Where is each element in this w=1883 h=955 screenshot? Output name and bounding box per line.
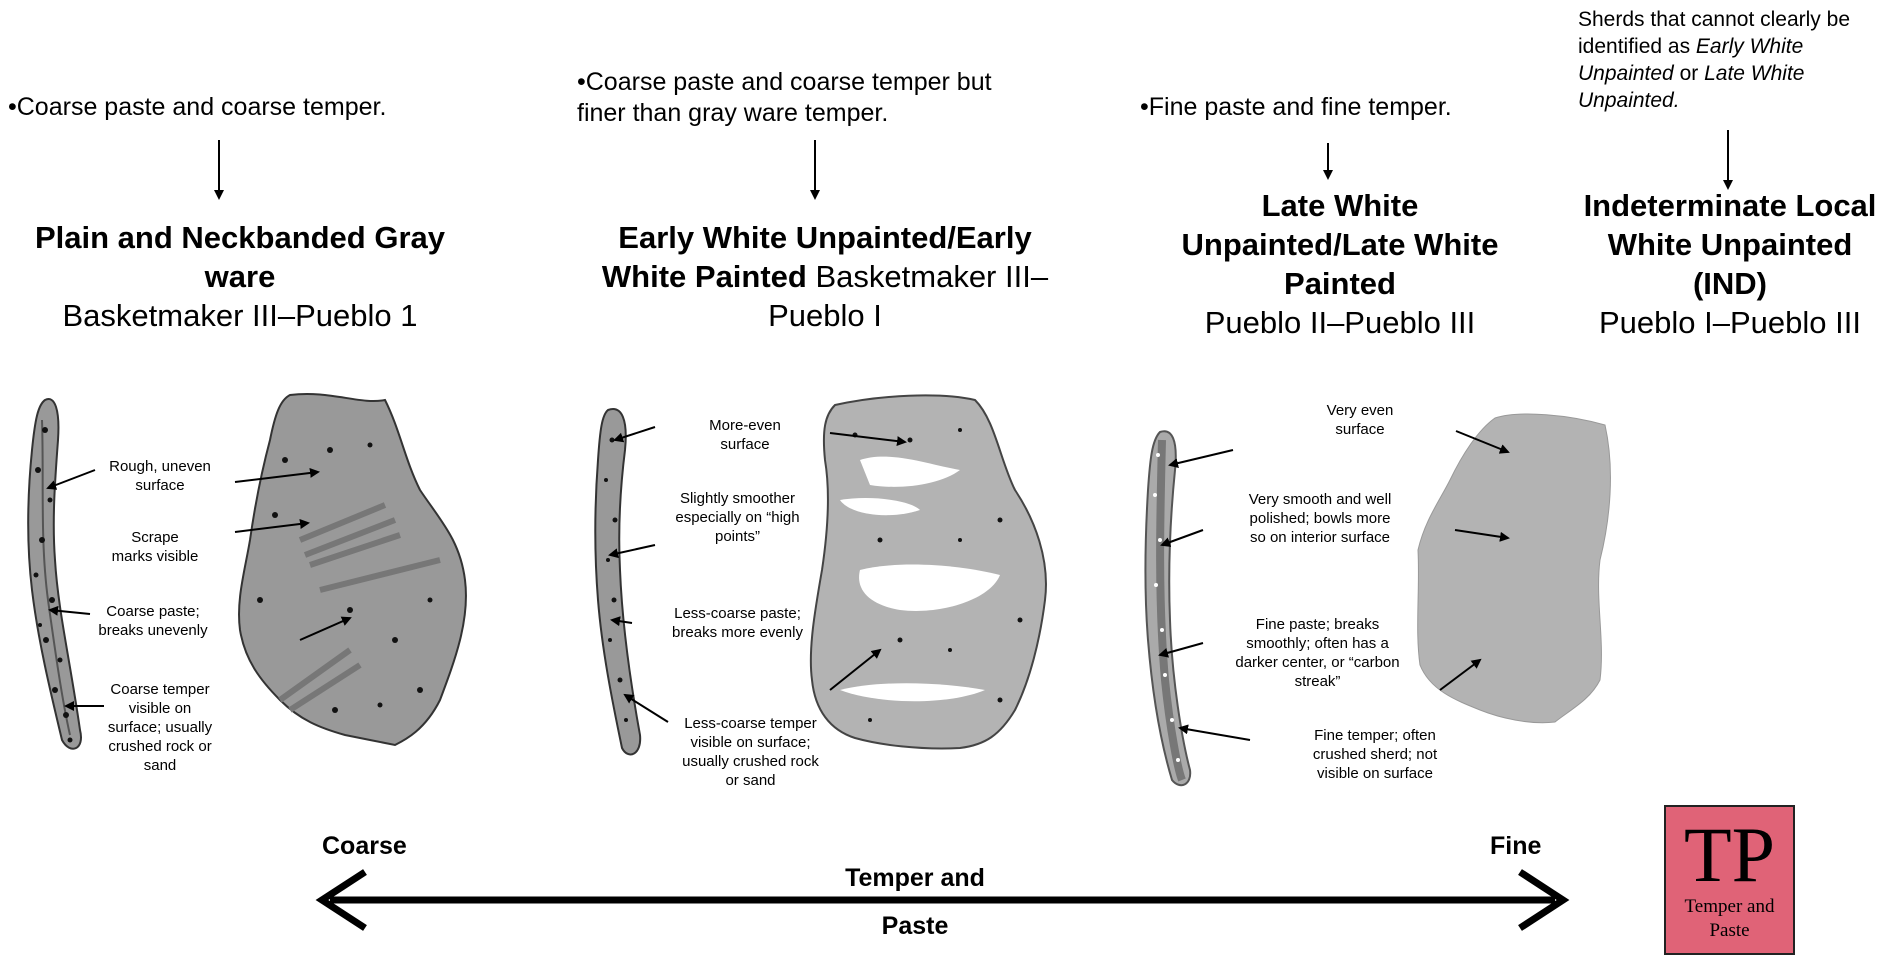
gray-annotation-temper: Coarse temper visible on surface; usuall…: [107, 681, 213, 774]
scale-fine-label: Fine: [1490, 832, 1542, 860]
gray-annotation-paste: Coarse paste; breaks unevenly: [98, 603, 208, 639]
gray-ware-cross-section: [27, 398, 82, 750]
gray-ware-sherd: [238, 393, 467, 747]
gray-ware-description: •Coarse paste and coarse temper.: [8, 93, 387, 121]
late-white-temper-dots: [1153, 453, 1180, 762]
early-annotation-paste: Less-coarse paste; breaks more evenly: [672, 605, 803, 641]
late-white-description: •Fine paste and fine temper.: [1140, 93, 1452, 121]
late-annotation-polished: Very smooth and well polished; bowls mor…: [1248, 491, 1392, 546]
scale-center-label-line2: Paste: [881, 912, 949, 940]
gray-ware-scrape-marks: [278, 502, 441, 713]
tp-badge: TP Temper and Paste: [1664, 805, 1795, 955]
indeterminate-description: Sherds that cannot clearly be identified…: [1578, 8, 1850, 112]
scale-center-label-line1: Temper and: [845, 864, 985, 892]
gray-annotation-surface: Rough, uneven surface: [109, 458, 211, 494]
indeterminate-title: Indeterminate Local White Unpainted (IND…: [1583, 188, 1877, 340]
gray-annotation-scrape: Scrape marks visible: [111, 529, 199, 565]
gray-ware-temper-dots: [33, 427, 73, 743]
late-white-sherd: [1417, 413, 1611, 724]
late-annotation-even: Very even surface: [1326, 402, 1394, 438]
early-white-cross-section: [594, 408, 642, 756]
early-annotation-surface: More-even surface: [709, 417, 781, 453]
late-white-annotation-arrows: [1158, 430, 1510, 741]
early-white-smooth-points: [840, 456, 1000, 702]
scale-coarse-label: Coarse: [322, 832, 407, 860]
right-arrowhead-icon: [1518, 869, 1570, 931]
early-annotation-temper: Less-coarse temper visible on surface; u…: [682, 715, 819, 789]
tp-badge-code: TP: [1683, 811, 1776, 898]
tp-badge-label: Temper and Paste: [1684, 896, 1775, 941]
early-white-description: •Coarse paste and coarse temper but fine…: [577, 68, 992, 127]
early-white-temper-dots: [604, 437, 628, 722]
late-annotation-temper: Fine temper; often crushed sherd; not vi…: [1312, 727, 1438, 782]
early-white-annotation-arrows: [608, 426, 907, 723]
late-annotation-paste: Fine paste; breaks smoothly; often has a…: [1235, 616, 1400, 690]
gray-ware-surface-temper: [257, 442, 433, 713]
early-annotation-smoother: Slightly smoother especially on “high po…: [675, 490, 800, 545]
gray-ware-annotation-arrows: [46, 467, 352, 711]
early-white-title: Early White Unpainted/Early White Painte…: [601, 220, 1049, 333]
left-arrowhead-icon: [315, 869, 367, 931]
coarse-fine-scale-arrow: [315, 869, 1570, 931]
